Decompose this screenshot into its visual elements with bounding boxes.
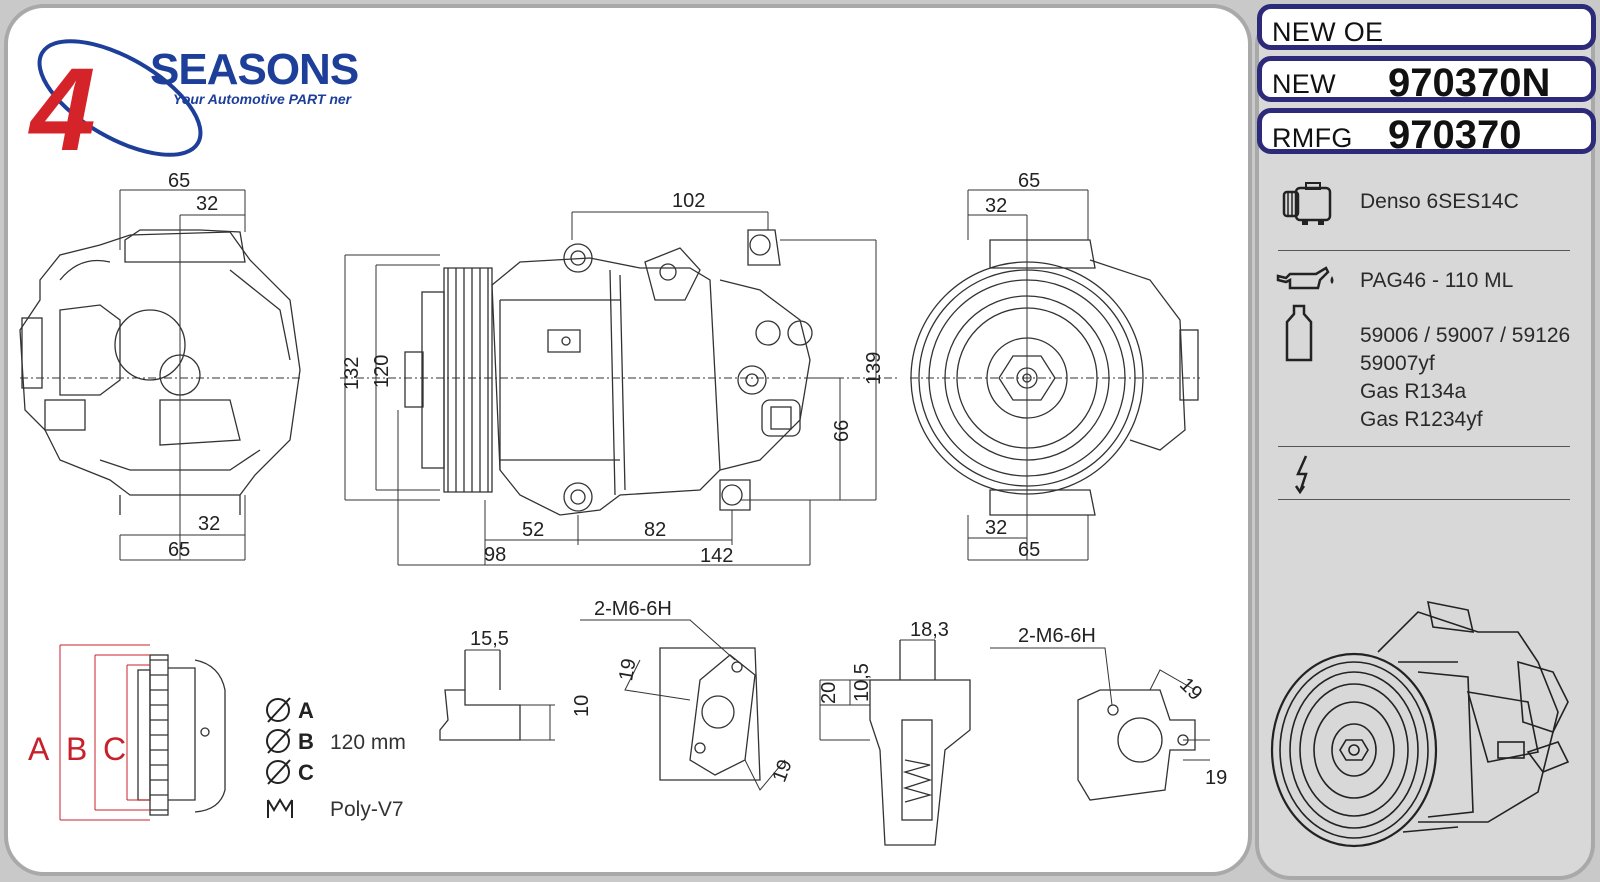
new-oe-label: NEW OE bbox=[1272, 17, 1384, 47]
port-detail-3-drawing bbox=[869, 640, 971, 846]
detail1-height: 10 bbox=[571, 695, 593, 717]
compressor-model: Denso 6SES14C bbox=[1360, 190, 1519, 213]
oil-can-icon bbox=[1276, 266, 1334, 290]
info-panel bbox=[1255, 0, 1600, 882]
right-bottom-width: 65 bbox=[1018, 539, 1040, 561]
side-length-98: 98 bbox=[484, 544, 506, 566]
side-view-drawing bbox=[404, 229, 813, 516]
left-bottom-half: 32 bbox=[198, 513, 220, 535]
side-length-52: 52 bbox=[522, 519, 544, 541]
detail2-dim-a: 19 bbox=[615, 657, 641, 683]
diameter-letter-a: A bbox=[298, 698, 314, 723]
pulley-detail-drawing bbox=[137, 654, 226, 816]
oil-bottle-icon bbox=[1285, 304, 1313, 362]
rmfg-code-box: RMFG 970370 bbox=[1257, 108, 1596, 157]
side-top-length: 102 bbox=[672, 190, 705, 212]
side-length-142: 142 bbox=[700, 545, 733, 567]
oil-reference-2: 59007yf bbox=[1360, 352, 1435, 375]
belt-icon bbox=[267, 798, 293, 818]
lightning-icon bbox=[1294, 455, 1308, 494]
new-code-box: NEW 970370N bbox=[1257, 56, 1596, 105]
new-label: NEW bbox=[1272, 69, 1336, 99]
brand-logo: 4 SEASONS Your Automotive PART ner bbox=[28, 39, 359, 176]
detail4-dim-a: 19 bbox=[1175, 674, 1206, 705]
logo-swoosh bbox=[37, 39, 203, 157]
detail3-width: 18,3 bbox=[910, 619, 949, 641]
side-height-132: 132 bbox=[341, 357, 363, 390]
pulley-diameter: 120 mm bbox=[330, 731, 406, 754]
left-top-width: 65 bbox=[168, 170, 190, 192]
new-part-number: 970370N bbox=[1388, 61, 1551, 105]
side-length-82: 82 bbox=[644, 519, 666, 541]
gas-type-2: Gas R1234yf bbox=[1360, 408, 1483, 431]
technical-drawing: 4 SEASONS Your Automotive PART ner bbox=[19, 39, 1227, 846]
side-height-120: 120 bbox=[371, 355, 393, 388]
diameter-letter-b: B bbox=[298, 729, 314, 754]
info-panel-background bbox=[1255, 10, 1595, 880]
pulley-label-a: A bbox=[28, 731, 50, 767]
left-top-half: 32 bbox=[196, 193, 218, 215]
left-bottom-width: 65 bbox=[168, 539, 190, 561]
side-height-139: 139 bbox=[863, 352, 885, 385]
detail2-dim-b: 19 bbox=[768, 757, 796, 785]
oil-type: PAG46 - 110 ML bbox=[1360, 269, 1514, 292]
divider bbox=[1278, 446, 1570, 447]
diameter-icons bbox=[266, 697, 291, 785]
right-bottom-half: 32 bbox=[985, 517, 1007, 539]
front-view-drawing bbox=[19, 229, 301, 515]
rmfg-label: RMFG bbox=[1272, 123, 1353, 153]
oil-reference-1: 59006 / 59007 / 59126 bbox=[1360, 324, 1571, 347]
main-drawing-panel bbox=[4, 4, 1252, 876]
detail4-thread: 2-M6-6H bbox=[1018, 625, 1096, 647]
logo-tagline: Your Automotive PART ner bbox=[173, 91, 353, 107]
diameter-letter-c: C bbox=[298, 760, 314, 785]
compressor-product-image bbox=[1270, 600, 1570, 848]
belt-type: Poly-V7 bbox=[330, 798, 404, 821]
detail3-height-105: 10,5 bbox=[851, 663, 873, 702]
pulley-label-b: B bbox=[66, 731, 87, 767]
detail2-thread: 2-M6-6H bbox=[594, 598, 672, 620]
new-oe-box: NEW OE bbox=[1257, 4, 1596, 50]
pulley-label-c: C bbox=[103, 731, 126, 767]
side-height-66: 66 bbox=[831, 420, 853, 442]
logo-wordmark: SEASONS bbox=[150, 45, 358, 94]
divider bbox=[1278, 250, 1570, 251]
detail1-width: 15,5 bbox=[470, 628, 509, 650]
port-detail-1-drawing bbox=[439, 650, 521, 741]
gas-type-1: Gas R134a bbox=[1360, 380, 1467, 403]
divider bbox=[1278, 499, 1570, 500]
port-detail-4-drawing bbox=[1077, 689, 1196, 801]
detail3-height-20: 20 bbox=[818, 682, 840, 704]
compressor-icon bbox=[1282, 182, 1332, 225]
rmfg-part-number: 970370 bbox=[1388, 113, 1522, 157]
right-top-width: 65 bbox=[1018, 170, 1040, 192]
detail4-dim-b: 19 bbox=[1205, 767, 1227, 789]
logo-digit: 4 bbox=[28, 44, 96, 176]
right-top-half: 32 bbox=[985, 195, 1007, 217]
